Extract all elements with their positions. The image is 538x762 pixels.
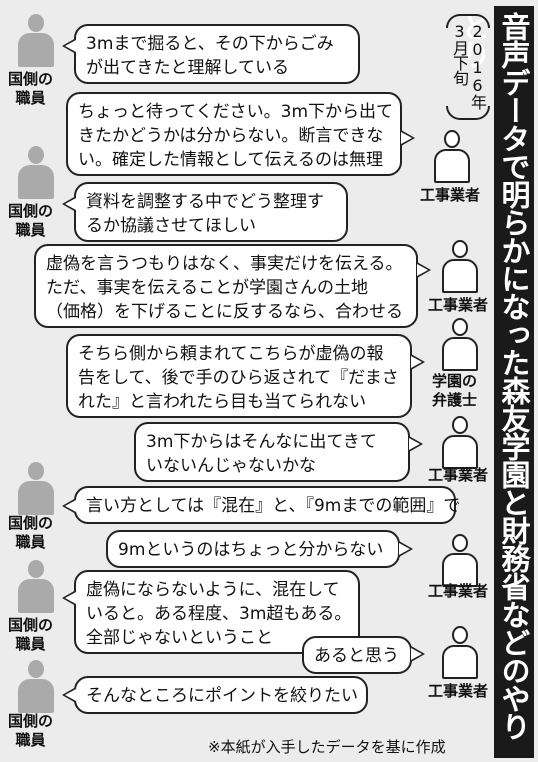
official-figure-icon [16, 660, 56, 716]
speaker-label-official: 国側の職員 [8, 70, 54, 107]
speech-bubble: そんなところにポイントを絞りたい [74, 676, 368, 714]
speaker-label-contractor: 工事業者 [428, 466, 489, 484]
speech-bubble: ちょっと待ってください。3m下から出てきたかどうかは分からない。断言できない。確… [66, 92, 402, 176]
official-figure-icon [16, 560, 56, 616]
date-month: 3月下旬 [450, 22, 469, 85]
speech-bubble: 3m下からはそんなに出てきていないんじゃないかな [134, 422, 410, 482]
speech-bubble: 虚偽を言うつもりはなく、事実だけを伝える。ただ、事実を伝えることが学園さんの土地… [34, 244, 418, 328]
speech-bubble: 3mまで掘ると、その下からごみが出てきたと理解している [74, 24, 360, 84]
headline: 音声データで明らかになった森友学園と財務省などのやりとり [457, 12, 531, 740]
official-figure-icon [16, 462, 56, 518]
contractor-figure-icon [440, 240, 480, 296]
contractor-figure-icon [440, 534, 480, 590]
speaker-label-official: 国側の職員 [8, 202, 54, 239]
footnote: ※本紙が入手したデータを基に作成 [208, 738, 446, 756]
speaker-label-official: 国側の職員 [8, 712, 54, 749]
speaker-label-contractor: 工事業者 [428, 582, 489, 600]
speaker-label-contractor: 工事業者 [428, 296, 489, 314]
speaker-label-lawyer: 学園の弁護士 [432, 372, 478, 409]
contractor-figure-icon [440, 416, 480, 472]
lawyer-figure-icon [440, 318, 480, 374]
speaker-label-contractor: 工事業者 [420, 186, 481, 204]
speech-bubble: 資料を調整する中でどう整理するか協議させてほしい [74, 182, 348, 242]
speech-bubble: そちら側から頼まれてこちらが虚偽の報告をして、後で手のひら返されて『だまされた』… [66, 334, 412, 418]
speech-bubble: 9mというのはちょっと分からない [106, 530, 400, 568]
speech-bubble: あると思う [302, 636, 412, 674]
date-year: 2016年 [468, 22, 487, 109]
official-figure-icon [16, 146, 56, 202]
contractor-figure-icon [432, 130, 472, 186]
speaker-label-contractor: 工事業者 [428, 682, 489, 700]
speech-bubble: 言い方としては『混在』と、『9mまでの範囲』で [74, 486, 460, 524]
contractor-figure-icon [440, 626, 480, 682]
speaker-label-official: 国側の職員 [8, 514, 54, 551]
date-box: 2016年 3月下旬 [446, 14, 490, 120]
speaker-label-official: 国側の職員 [8, 616, 54, 653]
title-bar [494, 6, 534, 758]
official-figure-icon [16, 14, 56, 70]
